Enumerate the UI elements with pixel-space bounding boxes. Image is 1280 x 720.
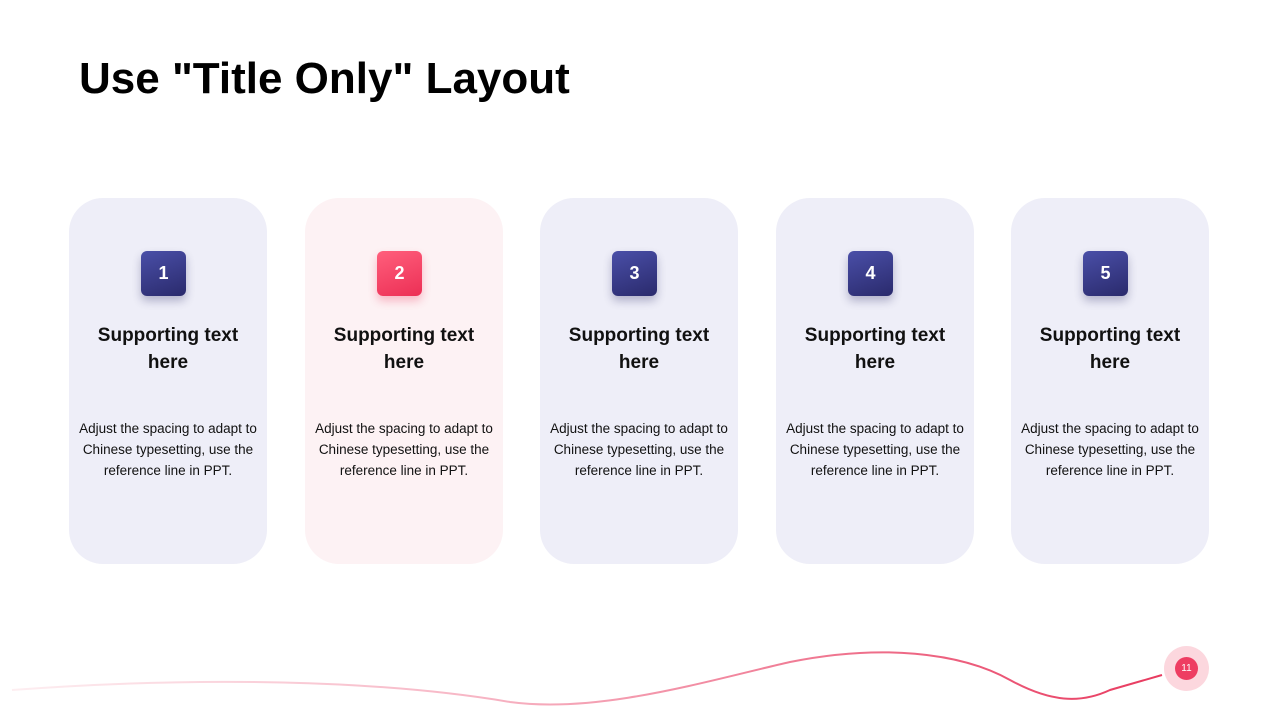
page-number-badge: 11 <box>1164 646 1209 691</box>
card-heading: Supporting text here <box>776 322 974 376</box>
card-body-line: reference line in PPT. <box>1045 463 1175 478</box>
card-body-line: Adjust the spacing to adapt to <box>786 421 964 436</box>
card-heading-line: Supporting text <box>568 325 710 346</box>
page-number: 11 <box>1175 657 1198 680</box>
card-body-line: reference line in PPT. <box>339 463 469 478</box>
card-body-line: Adjust the spacing to adapt to <box>550 421 728 436</box>
card-heading-line: here <box>854 352 896 373</box>
card-heading: Supporting text here <box>540 322 738 376</box>
card-heading-line: Supporting text <box>333 325 475 346</box>
card-body: Adjust the spacing to adapt to Chinese t… <box>305 418 503 481</box>
slide-title: Use "Title Only" Layout <box>79 54 570 103</box>
card-2: 2 Supporting text here Adjust the spacin… <box>305 198 503 564</box>
card-body-line: Chinese typesetting, use the <box>553 442 725 457</box>
number-badge: 3 <box>612 251 657 296</box>
card-heading-line: here <box>383 352 425 373</box>
card-heading-line: here <box>618 352 660 373</box>
number-badge: 1 <box>141 251 186 296</box>
card-body-line: reference line in PPT. <box>810 463 940 478</box>
card-heading-line: Supporting text <box>97 325 239 346</box>
card-body-line: reference line in PPT. <box>574 463 704 478</box>
number-badge: 4 <box>848 251 893 296</box>
card-body-line: Adjust the spacing to adapt to <box>1021 421 1199 436</box>
card-heading: Supporting text here <box>1011 322 1209 376</box>
card-body-line: Chinese typesetting, use the <box>789 442 961 457</box>
card-body-line: Adjust the spacing to adapt to <box>315 421 493 436</box>
card-heading-line: here <box>1089 352 1131 373</box>
number-badge: 2 <box>377 251 422 296</box>
number-badge: 5 <box>1083 251 1128 296</box>
card-body: Adjust the spacing to adapt to Chinese t… <box>69 418 267 481</box>
card-1: 1 Supporting text here Adjust the spacin… <box>69 198 267 564</box>
card-heading-line: Supporting text <box>804 325 946 346</box>
card-body-line: Adjust the spacing to adapt to <box>79 421 257 436</box>
card-body: Adjust the spacing to adapt to Chinese t… <box>540 418 738 481</box>
card-4: 4 Supporting text here Adjust the spacin… <box>776 198 974 564</box>
card-5: 5 Supporting text here Adjust the spacin… <box>1011 198 1209 564</box>
card-heading: Supporting text here <box>69 322 267 376</box>
card-body-line: Chinese typesetting, use the <box>1024 442 1196 457</box>
card-body: Adjust the spacing to adapt to Chinese t… <box>776 418 974 481</box>
card-heading-line: Supporting text <box>1039 325 1181 346</box>
card-body-line: Chinese typesetting, use the <box>82 442 254 457</box>
card-heading: Supporting text here <box>305 322 503 376</box>
card-3: 3 Supporting text here Adjust the spacin… <box>540 198 738 564</box>
card-body-line: Chinese typesetting, use the <box>318 442 490 457</box>
card-body-line: reference line in PPT. <box>103 463 233 478</box>
card-body: Adjust the spacing to adapt to Chinese t… <box>1011 418 1209 481</box>
card-heading-line: here <box>147 352 189 373</box>
